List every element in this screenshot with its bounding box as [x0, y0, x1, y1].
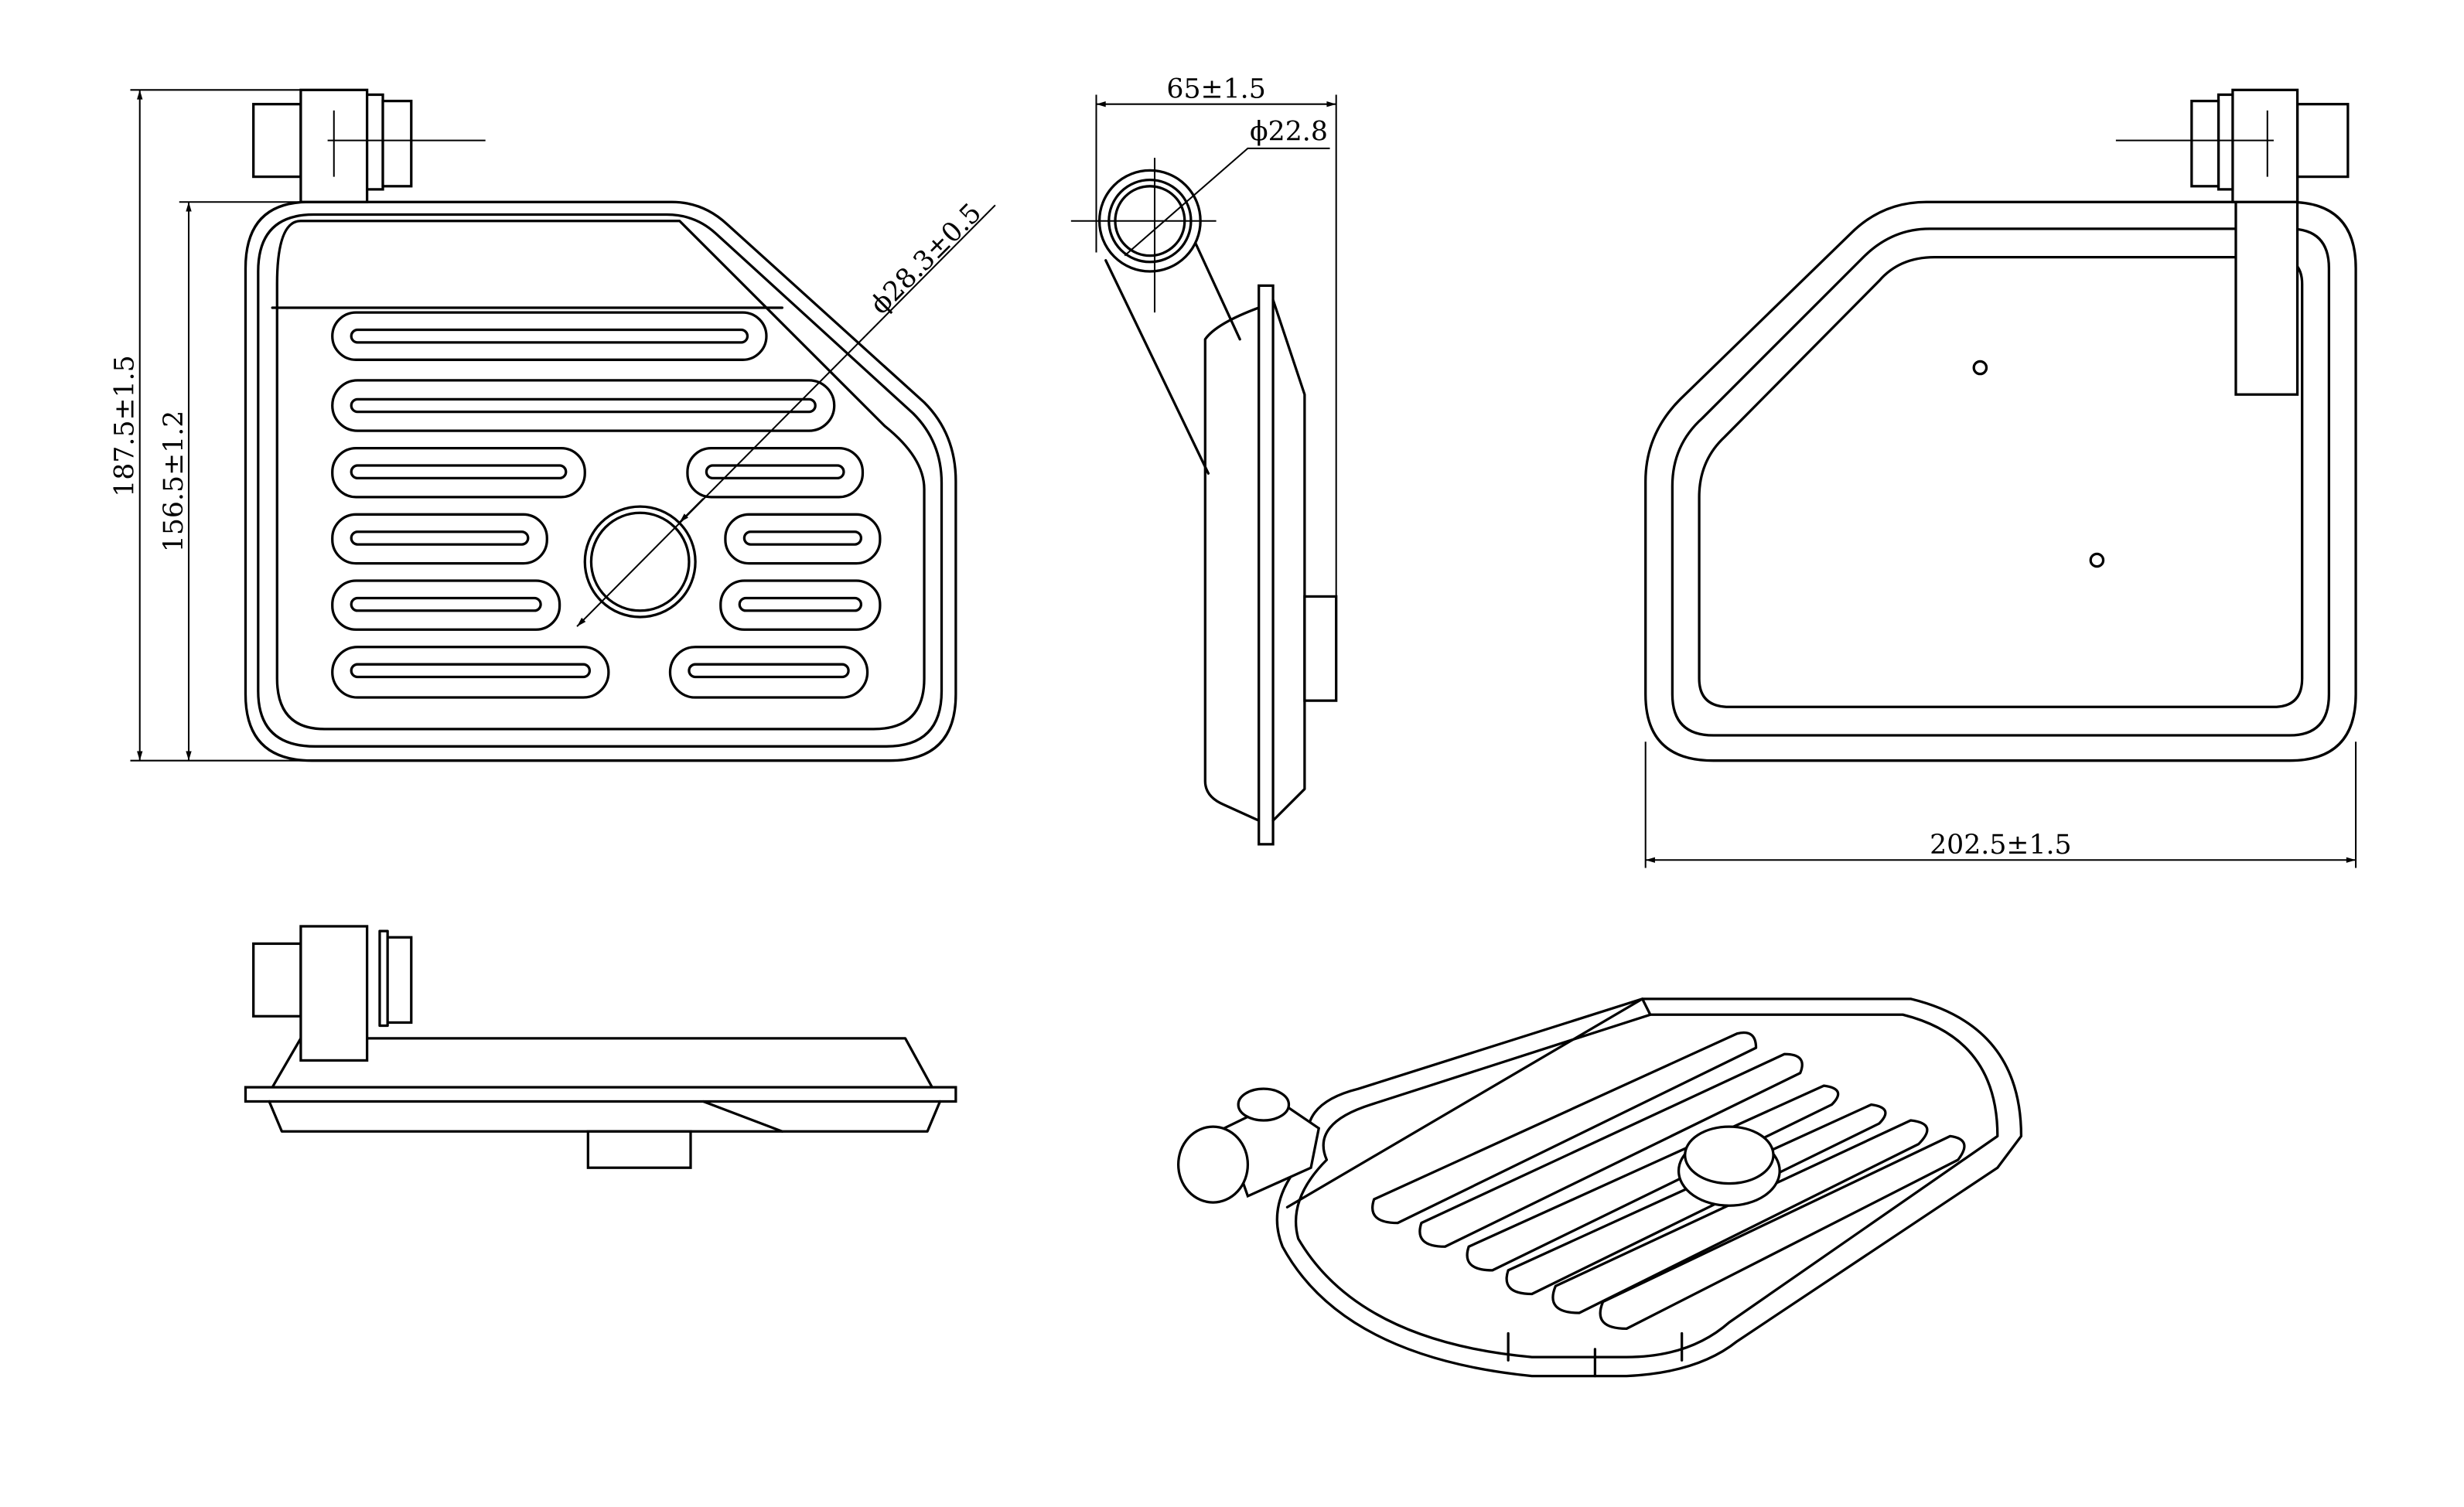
side-view: 65±1.5 ϕ22.8 [1070, 74, 1338, 846]
depth-label: 65±1.5 [1166, 74, 1265, 105]
iso-slots [1371, 1031, 1966, 1331]
outlet-port [583, 505, 697, 619]
front-view: 187.5±1.5 156.5±1.2 ϕ28.3±0.5 [110, 88, 996, 762]
filter-slots [331, 311, 882, 699]
back-view: 202.5±1.5 [1644, 88, 2357, 868]
bottom-view [244, 925, 957, 1169]
pipe-diameter-label: ϕ22.8 [1250, 117, 1328, 148]
width-label: 202.5±1.5 [1930, 830, 2072, 861]
pipe-connector [252, 88, 486, 203]
outlet-diameter-label: ϕ28.3±0.5 [865, 197, 988, 320]
overall-height-label: 187.5±1.5 [110, 355, 141, 497]
isometric-view [1176, 997, 2023, 1378]
body-height-label: 156.5±1.2 [159, 411, 189, 553]
